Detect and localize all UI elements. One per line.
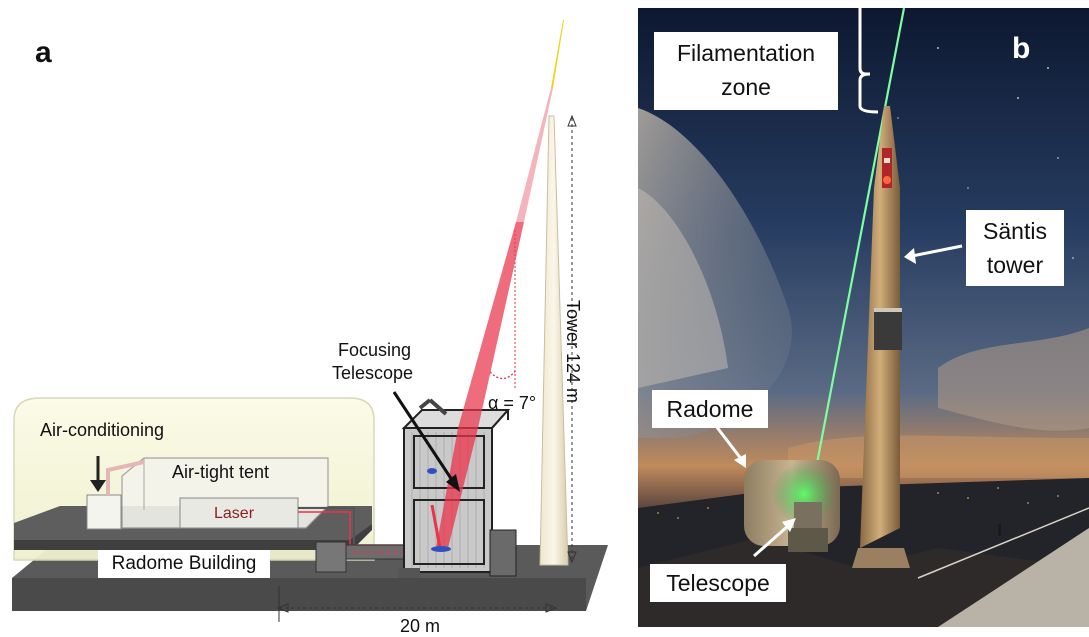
panel-letter-a: a [35,36,52,69]
focusing-telescope-label-line2: Telescope [332,363,414,383]
radome-building-label: Radome Building [98,550,270,578]
ac-box [86,494,122,530]
laser-box [179,497,299,529]
tower-base [852,548,910,568]
setup-schematic [12,20,608,622]
santis-line1: Säntis [983,218,1047,244]
side-cabinet [489,529,517,577]
radome-arrow [714,425,744,461]
cloud-streak-left-2 [638,188,728,388]
panel-letter-b: b [1012,32,1031,65]
santis-line2: tower [986,252,1044,278]
radome-arrowhead [734,454,746,468]
panel-a-diagram: a Air-conditioning Air-tight tent Laser … [12,20,608,636]
angle-label: α = 7° [488,393,537,413]
beam-tube [298,507,355,548]
tower-windows [874,310,902,350]
city-lights [657,487,1059,519]
beam-sky-narrow [516,88,553,222]
santis-photo [638,8,1089,627]
filamentation-bracket [858,8,879,114]
railing [917,507,1089,579]
roof-hatch [418,398,432,410]
person-silhouette [998,524,1001,536]
ground-platform-front [12,578,586,611]
telescope-base [788,528,828,552]
laser-label: Laser [214,505,255,522]
telescope-housing [794,502,822,532]
support-block [315,541,347,573]
beam-sky [458,222,524,428]
telescope-arrowhead [782,518,796,532]
tower-dimension-top [567,114,577,127]
tower-antenna-red [882,148,892,188]
cloud-right [938,328,1089,431]
telescope-arrow [753,524,789,558]
green-beam [808,8,906,501]
secondary-mirror [427,468,437,474]
focusing-telescope-arrow [392,391,454,481]
staircase [938,528,1089,627]
distance-label: 20 m [400,616,441,636]
primary-mirror [431,546,451,552]
air-tight-tent-label: Air-tight tent [172,462,270,482]
radome-label: Radome [652,390,768,428]
tower-window-rim [874,308,902,312]
filamentation-line1: Filamentation [676,40,816,66]
beam-telescope-inner [430,504,442,549]
santis-tower-label: Säntis tower [966,210,1064,286]
focusing-telescope-label-line1: Focusing [338,340,412,360]
santis-arrow [911,244,963,258]
tower [539,115,569,566]
tower-antenna-stripe [884,158,890,163]
filamentation-line2: zone [721,74,771,100]
tower-light [883,176,891,184]
tower-dimension-bottom [567,551,577,564]
stars [897,47,1074,259]
foot-block [398,568,420,578]
roof-edge [491,409,509,429]
filamentation-zone-label: Filamentation zone [654,32,838,110]
ac-arrow-head [90,480,106,492]
panel-b-photo: b Filamentation zone Säntis tower Radome… [638,8,1089,627]
telescope-label: Telescope [650,564,786,602]
beam-filamentation [551,20,564,88]
tower-height-label: Tower 124 m [563,300,583,404]
santis-arrowhead [904,248,916,264]
angle-arc [489,369,517,380]
ac-duct [106,460,145,495]
radome-floor-edge [14,524,372,550]
air-conditioning-label: Air-conditioning [40,420,165,440]
focusing-telescope-arrowhead [446,474,460,492]
roof-hatch-lid [428,398,448,416]
distance-arrow-right [545,603,558,613]
distance-arrow-left [276,603,289,613]
